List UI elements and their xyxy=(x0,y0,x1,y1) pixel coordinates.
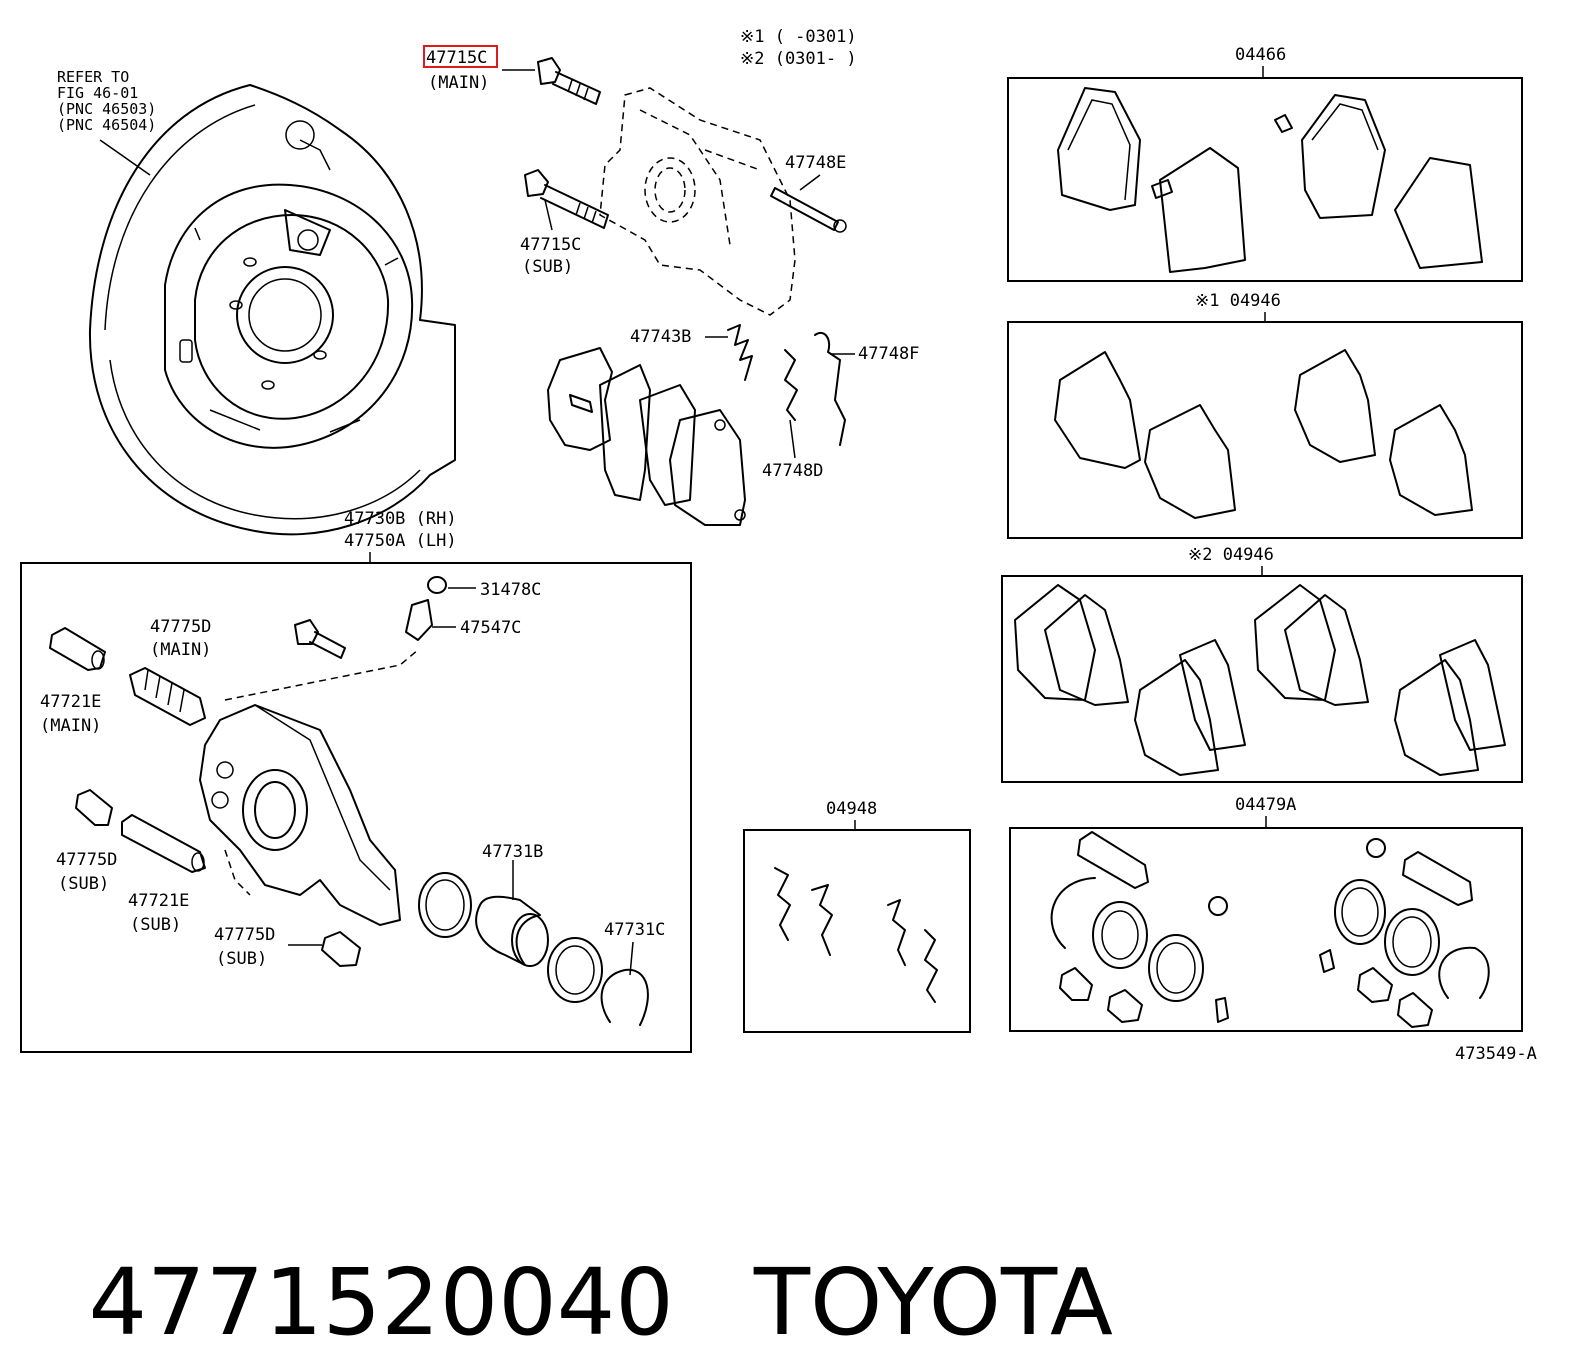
clip-47743b-label[interactable]: 47743B xyxy=(630,327,691,347)
pin-47748e-label[interactable]: 47748E xyxy=(785,153,846,173)
refer-line-2: FIG 46-01 xyxy=(57,84,138,102)
kit-04946-2-label[interactable]: ※2 04946 xyxy=(1188,545,1274,565)
refer-line-4: (PNC 46504) xyxy=(57,116,156,134)
bleeder-47547c-drawing xyxy=(405,599,433,641)
kit-04946-1-box xyxy=(1007,321,1523,539)
boot-sub2-drawing xyxy=(321,931,361,967)
leader-47731c xyxy=(629,941,634,976)
clip-47748d-label[interactable]: 47748D xyxy=(762,461,823,481)
kit-04948-box xyxy=(743,829,971,1033)
caliper-bracket-drawing xyxy=(599,87,796,316)
boot-sub2-note: (SUB) xyxy=(216,949,267,969)
kit-04466-label[interactable]: 04466 xyxy=(1235,45,1286,65)
kit-04466-pads xyxy=(1057,87,1483,273)
kit-04946-1-pads xyxy=(1054,349,1473,519)
kit-04946-2-box xyxy=(1001,575,1523,783)
leader-dust-shield xyxy=(99,139,151,176)
boot-sub2-label[interactable]: 47775D xyxy=(214,925,275,945)
piston-label[interactable]: 47731B xyxy=(482,842,543,862)
date-range-2: ※2 (0301- ) xyxy=(740,49,857,69)
parts-diagram: REFER TO FIG 46-01 (PNC 46503) (PNC 4650… xyxy=(20,27,1537,1064)
caliper-rh-label[interactable]: 47730B (RH) xyxy=(344,509,457,529)
bleeder-47547c-label[interactable]: 47547C xyxy=(460,618,521,638)
refer-line-3: (PNC 46503) xyxy=(57,100,156,118)
main-bolt-note: (MAIN) xyxy=(428,73,489,93)
sub-bolt-note: (SUB) xyxy=(522,257,573,277)
leader-47748d xyxy=(789,419,796,459)
kit-04946-2-pads xyxy=(1014,584,1506,776)
boot-sub-label[interactable]: 47775D xyxy=(56,850,117,870)
boot-main-note: (MAIN) xyxy=(150,640,211,660)
brand-text: TOYOTA xyxy=(753,1249,1113,1356)
caliper-lh-label[interactable]: 47750A (LH) xyxy=(344,531,457,551)
caliper-assembly-box xyxy=(20,562,692,1053)
part-number-text: 4771520040 xyxy=(88,1249,674,1356)
pin-main-note: (MAIN) xyxy=(40,716,101,736)
kit-04946-1-label[interactable]: ※1 04946 xyxy=(1195,291,1281,311)
highlight-box xyxy=(423,45,498,68)
pin-main-drawing xyxy=(49,627,106,671)
kit-04479a-box xyxy=(1009,827,1523,1032)
seal-ring-label[interactable]: 47731C xyxy=(604,920,665,940)
kit-04948-label[interactable]: 04948 xyxy=(826,799,877,819)
pin-sub-label[interactable]: 47721E xyxy=(128,891,189,911)
seal-ring-drawing xyxy=(600,968,649,1026)
piston-drawing xyxy=(475,895,549,967)
kit-04479a-label[interactable]: 04479A xyxy=(1235,795,1296,815)
pin-sub-drawing xyxy=(121,814,206,873)
seal-drawing xyxy=(418,872,472,938)
small-bolt-drawing xyxy=(294,619,346,659)
main-bolt-drawing xyxy=(537,57,601,105)
pads-drawing xyxy=(547,347,746,526)
pin-main-label[interactable]: 47721E xyxy=(40,692,101,712)
pin-47748e-drawing xyxy=(770,187,847,233)
kit-04948-clips xyxy=(774,867,938,1003)
boot-sub-note: (SUB) xyxy=(58,874,109,894)
kit-04479a-parts xyxy=(1050,831,1490,1028)
clip-47748f-label[interactable]: 47748F xyxy=(858,344,919,364)
clips-drawing xyxy=(727,324,846,446)
kit-04466-box xyxy=(1007,77,1523,282)
date-range-1: ※1 ( -0301) xyxy=(740,27,857,47)
leader-sub-bolt xyxy=(544,199,553,231)
cap-31478c-label[interactable]: 31478C xyxy=(480,580,541,600)
main-bolt-label[interactable]: 47715C xyxy=(426,48,487,68)
boot-ring-drawing xyxy=(547,937,603,1003)
sub-bolt-label[interactable]: 47715C xyxy=(520,235,581,255)
drawing-number: 473549-A xyxy=(1455,1044,1537,1064)
sub-bolt-drawing xyxy=(524,169,609,229)
cap-31478c-drawing xyxy=(427,576,447,594)
leader-47748e xyxy=(799,174,821,191)
pin-sub-note: (SUB) xyxy=(130,915,181,935)
boot-sub-drawing xyxy=(75,789,113,826)
caliper-body-drawing xyxy=(199,649,419,926)
dust-shield-drawing xyxy=(88,84,456,536)
boot-main-drawing xyxy=(129,667,206,726)
part-caption: 4771520040 TOYOTA xyxy=(30,1138,1114,1356)
refer-line-1: REFER TO xyxy=(57,68,129,86)
boot-main-label[interactable]: 47775D xyxy=(150,617,211,637)
